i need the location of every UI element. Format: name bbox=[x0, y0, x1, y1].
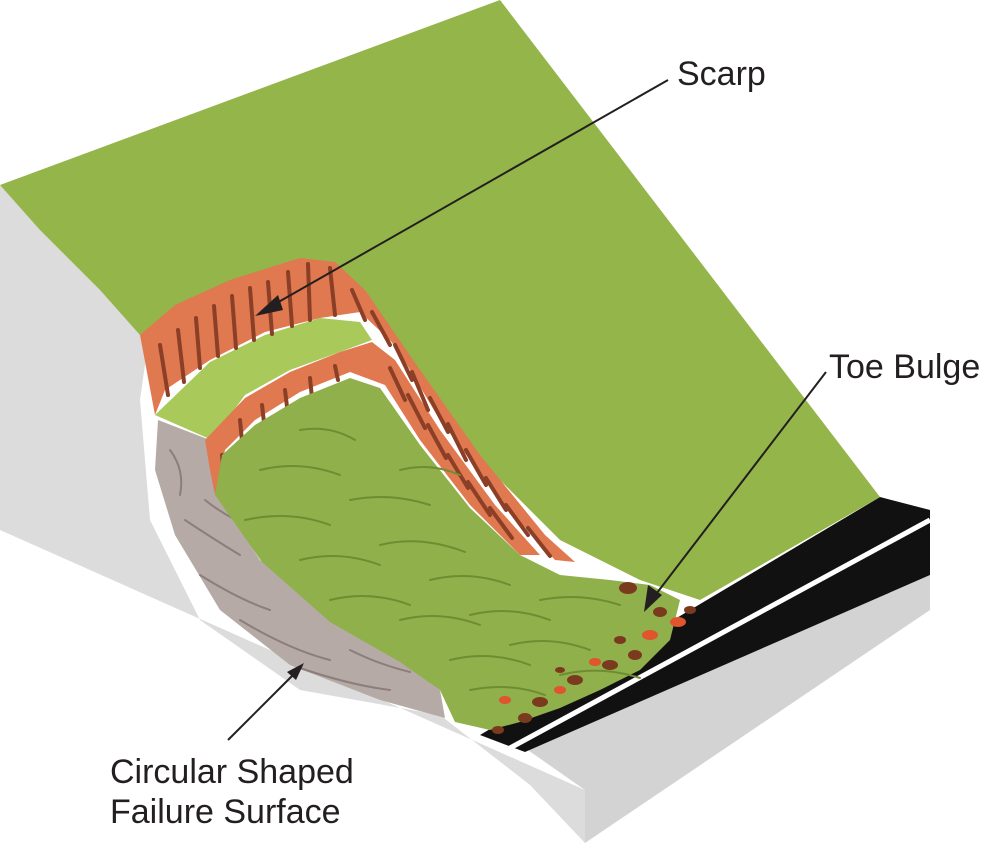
scarp-arrow-line bbox=[267, 79, 669, 309]
slump-block-top bbox=[155, 318, 372, 440]
failure-surface-label-line2: Failure Surface bbox=[110, 793, 341, 831]
scarp-streaks bbox=[158, 262, 552, 558]
toe-debris bbox=[492, 582, 696, 734]
failure-arrow-line bbox=[227, 671, 297, 741]
scarp-lower bbox=[205, 342, 540, 555]
failure-arrowhead-icon bbox=[287, 663, 304, 680]
toe-bulge-label: Toe Bulge bbox=[829, 348, 981, 386]
leader-lines bbox=[227, 79, 827, 741]
road-line bbox=[508, 517, 932, 751]
grass-slope bbox=[0, 0, 880, 600]
toe-arrow-line bbox=[649, 371, 827, 603]
scarp-upper bbox=[140, 258, 575, 562]
scarp-arrowhead-icon bbox=[255, 295, 283, 316]
failure-surface-label-line1: Circular Shaped bbox=[110, 753, 354, 791]
failure-surface bbox=[155, 420, 445, 718]
slide-mass-texture bbox=[244, 427, 641, 696]
failure-surface-label: Circular Shaped Failure Surface bbox=[110, 752, 354, 832]
block-front-face bbox=[525, 575, 930, 843]
toe-arrowhead-icon bbox=[644, 585, 662, 612]
scarp-label: Scarp bbox=[677, 55, 766, 93]
